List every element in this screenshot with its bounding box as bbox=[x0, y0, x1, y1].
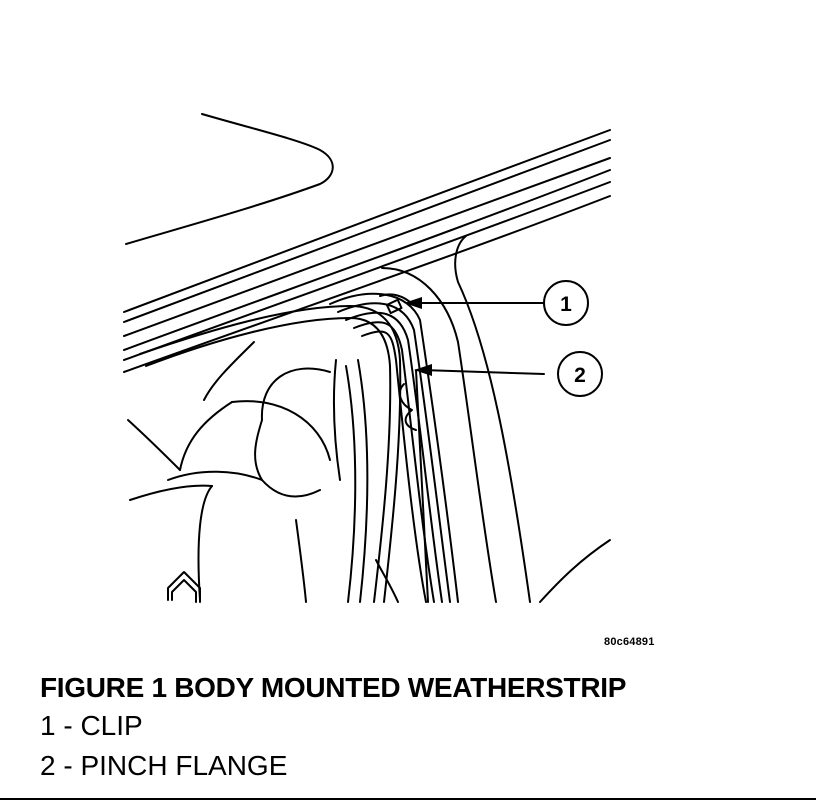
callout-number-2: 2 bbox=[574, 364, 586, 387]
seat bbox=[127, 341, 341, 601]
arrow-head-1 bbox=[404, 297, 422, 309]
pinch-flange bbox=[398, 369, 429, 603]
roof-edge bbox=[125, 113, 334, 245]
figure-caption-title: FIGURE 1 BODY MOUNTED WEATHERSTRIP bbox=[40, 672, 627, 703]
legend-item-clip: 1 - CLIP bbox=[40, 710, 143, 741]
weatherstrip bbox=[329, 292, 459, 603]
callout-circle-2 bbox=[557, 351, 603, 397]
callout-number-1: 1 bbox=[560, 293, 572, 316]
callout-circle-1 bbox=[543, 280, 589, 326]
b-pillar bbox=[381, 235, 611, 603]
interior-trim bbox=[167, 519, 399, 603]
door-frame bbox=[139, 305, 402, 603]
weatherstrip-illustration: 1 2 bbox=[123, 113, 611, 603]
leader-lines bbox=[411, 302, 545, 375]
roof-rail bbox=[123, 129, 611, 373]
bottom-divider bbox=[0, 798, 816, 800]
image-code: 80c64891 bbox=[604, 636, 655, 648]
arrow-head-2 bbox=[414, 364, 432, 376]
legend-item-pinch-flange: 2 - PINCH FLANGE bbox=[40, 750, 288, 781]
